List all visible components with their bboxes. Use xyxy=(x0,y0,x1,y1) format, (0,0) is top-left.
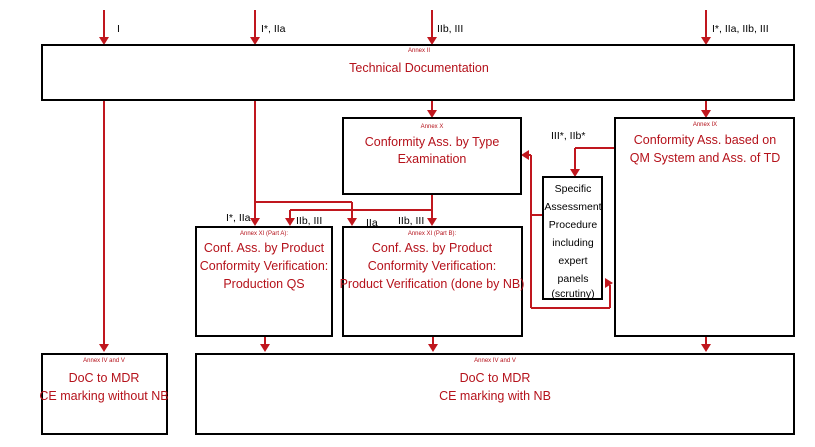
production-qs-line1: Conf. Ass. by Product xyxy=(204,241,325,255)
technical-documentation-frame xyxy=(41,44,795,101)
specific-assessment-line2: Assessment xyxy=(544,201,601,213)
type-examination-annex: Annex X xyxy=(421,124,444,130)
arrowhead xyxy=(250,218,260,226)
type-examination-title-line1: Conformity Ass. by Type xyxy=(365,135,500,149)
arrowhead xyxy=(701,110,711,118)
arrowhead xyxy=(605,278,613,288)
specific-assessment-line6: panels xyxy=(558,273,589,285)
arrowhead xyxy=(701,37,711,45)
product-verification-line2: Conformity Verification: xyxy=(368,259,497,273)
production-qs-annex: Annex XI (Part A): xyxy=(240,231,288,237)
arrowhead xyxy=(427,110,437,118)
doc-with-nb-annex: Annex IV and V xyxy=(474,358,516,364)
qm-system-title-line2: QM System and Ass. of TD xyxy=(630,151,781,165)
product-verification-box: Annex XI (Part B): Conf. Ass. by Product… xyxy=(340,226,525,337)
arrowhead xyxy=(260,344,270,352)
product-verification-line1: Conf. Ass. by Product xyxy=(372,241,493,255)
doc-without-nb-annex: Annex IV and V xyxy=(83,358,125,364)
branch-label-mid1: IIb, III xyxy=(296,215,322,227)
product-verification-line3: Product Verification (done by NB) xyxy=(340,277,525,291)
branch-label-mid3: IIb, III xyxy=(398,215,424,227)
branch-label-mid2: IIa xyxy=(366,217,378,229)
type-examination-title-line2: Examination xyxy=(398,152,467,166)
input-label-2: I*, IIa xyxy=(261,23,286,35)
technical-documentation-annex: Annex II xyxy=(408,48,430,54)
specific-assessment-line1: Specific xyxy=(555,183,592,195)
doc-without-nb-frame xyxy=(41,353,168,435)
production-qs-line2: Conformity Verification: xyxy=(200,259,329,273)
arrowhead xyxy=(701,344,711,352)
specific-assessment-line4: including xyxy=(552,237,594,249)
qm-system-title-line1: Conformity Ass. based on xyxy=(634,133,776,147)
arrowhead xyxy=(99,344,109,352)
arrowhead xyxy=(427,37,437,45)
doc-with-nb-line1: DoC to MDR xyxy=(460,371,531,385)
input-label-4: I*, IIa, IIb, III xyxy=(712,23,769,35)
specific-assessment-line3: Procedure xyxy=(549,219,598,231)
branch-label-left: I*, IIa xyxy=(226,212,251,224)
doc-without-nb-line1: DoC to MDR xyxy=(69,371,140,385)
specific-assessment-line5: expert xyxy=(558,255,587,267)
arrowhead xyxy=(428,344,438,352)
specific-assessment-line7: (scrutiny) xyxy=(551,288,594,300)
arrowhead xyxy=(521,150,529,160)
doc-without-nb-box: Annex IV and V DoC to MDR CE marking wit… xyxy=(39,353,169,435)
qm-system-box: Annex IX Conformity Ass. based on QM Sys… xyxy=(614,117,795,337)
input-label-3: IIb, III xyxy=(437,23,463,35)
arrowhead xyxy=(347,218,357,226)
doc-with-nb-frame xyxy=(195,353,795,435)
production-qs-frame xyxy=(195,226,333,337)
arrowhead xyxy=(99,37,109,45)
qm-system-frame xyxy=(614,117,795,337)
doc-with-nb-box: Annex IV and V DoC to MDR CE marking wit… xyxy=(195,353,795,435)
product-verification-annex: Annex XI (Part B): xyxy=(408,231,457,237)
arrowhead xyxy=(570,169,580,177)
input-label-1: I xyxy=(117,23,120,35)
qm-system-annex: Annex IX xyxy=(693,122,717,128)
arrowhead xyxy=(427,218,437,226)
production-qs-line3: Production QS xyxy=(223,277,304,291)
arrowhead xyxy=(250,37,260,45)
arrowhead xyxy=(285,218,295,226)
specific-assessment-frame xyxy=(542,176,603,300)
type-examination-frame xyxy=(342,117,522,195)
doc-with-nb-line2: CE marking with NB xyxy=(439,389,551,403)
scrutiny-input-label: III*, IIb* xyxy=(551,130,585,142)
production-qs-box: Annex XI (Part A): Conf. Ass. by Product… xyxy=(195,226,333,337)
type-examination-box: Annex X Conformity Ass. by Type Examinat… xyxy=(342,117,522,195)
technical-documentation-box: Annex II Technical Documentation xyxy=(41,44,795,101)
technical-documentation-title: Technical Documentation xyxy=(349,61,489,75)
doc-without-nb-line2: CE marking without NB xyxy=(39,389,168,403)
product-verification-frame xyxy=(342,226,523,337)
flow-arrows xyxy=(99,10,711,352)
specific-assessment-box: Specific Assessment Procedure including … xyxy=(542,176,603,300)
